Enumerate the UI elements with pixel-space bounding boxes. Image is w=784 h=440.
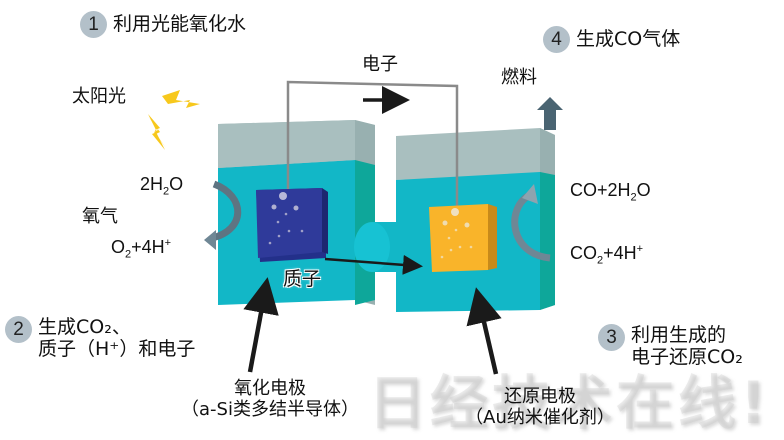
step-2-badge: 2 bbox=[5, 316, 32, 343]
cathode-reaction-output: CO+2H2O bbox=[570, 180, 651, 204]
oxidation-electrode-detail: （a-Si类多结半导体） bbox=[181, 399, 359, 420]
step-4-badge: 4 bbox=[543, 26, 570, 53]
oxidation-electrode-caption: 氧化电极 （a-Si类多结半导体） bbox=[150, 378, 390, 420]
cathode-reaction-input: CO2+4H+ bbox=[570, 243, 644, 267]
step-4-text: 生成CO气体 bbox=[576, 28, 681, 50]
cathode-reaction-arrow bbox=[511, 193, 551, 262]
reduction-pointer-arrow bbox=[466, 287, 502, 375]
oxygen-label: 氧气 bbox=[82, 206, 118, 227]
anode-reaction-arrow bbox=[210, 180, 242, 242]
step-3-badge: 3 bbox=[598, 324, 625, 351]
reduction-electrode-detail: （Au纳米催化剂） bbox=[465, 407, 615, 428]
step-1-text: 利用光能氧化水 bbox=[113, 13, 247, 35]
step-2-line1: 生成CO₂、 bbox=[38, 316, 131, 338]
fuel-up-arrow-icon bbox=[537, 97, 563, 130]
step-3: 3 利用生成的 电子还原CO₂ bbox=[598, 324, 743, 368]
sunlight-icon bbox=[148, 90, 200, 150]
reduction-electrode bbox=[429, 204, 497, 272]
anode-reaction-input: 2H2O bbox=[140, 174, 184, 198]
anode-reaction-output: O2+4H+ bbox=[111, 237, 172, 261]
oxidation-electrode bbox=[256, 188, 328, 262]
step-4: 4 生成CO气体 bbox=[543, 26, 680, 53]
step-3-line1: 利用生成的 bbox=[631, 324, 727, 346]
step-3-line2: 电子还原CO₂ bbox=[631, 346, 743, 368]
reduction-electrode-title: 还原电极 bbox=[504, 386, 576, 407]
proton-flow-arrow bbox=[324, 254, 423, 275]
oxidation-pointer-arrow bbox=[243, 277, 279, 373]
step-2: 2 生成CO₂、 质子（H⁺）和电子 bbox=[5, 316, 195, 360]
step-1: 1 利用光能氧化水 bbox=[80, 11, 246, 38]
step-2-line2: 质子（H⁺）和电子 bbox=[38, 338, 196, 360]
reduction-electrode-caption: 还原电极 （Au纳米催化剂） bbox=[440, 386, 640, 428]
electron-wire bbox=[286, 80, 459, 208]
proton-label: 质子 bbox=[283, 268, 322, 290]
step-1-badge: 1 bbox=[80, 11, 107, 38]
electron-label: 电子 bbox=[362, 54, 398, 75]
watermark: 日经技术在线! bbox=[368, 369, 771, 437]
oxidation-electrode-title: 氧化电极 bbox=[234, 378, 306, 399]
fuel-label: 燃料 bbox=[501, 67, 537, 88]
sunlight-label: 太阳光 bbox=[72, 86, 126, 107]
